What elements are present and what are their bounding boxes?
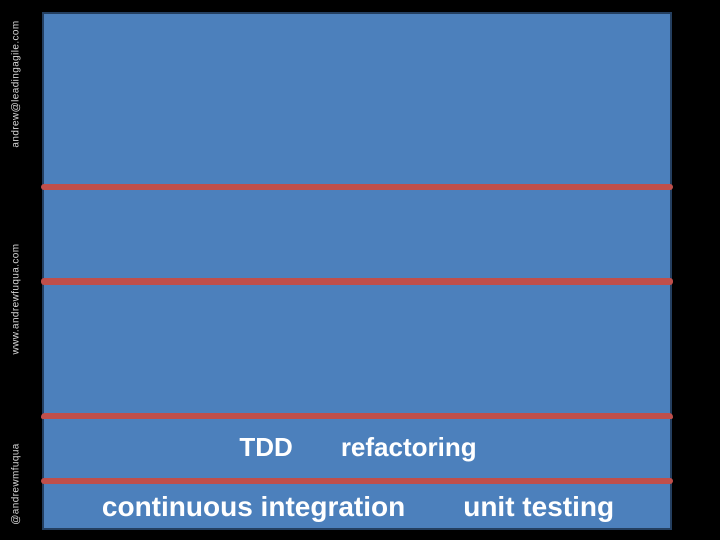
slide-panel: [42, 12, 672, 530]
divider-line-2: [41, 278, 673, 285]
keyword-row-practices-1: TDD refactoring: [44, 432, 672, 463]
divider-line-1: [41, 184, 673, 190]
keyword-continuous-integration: continuous integration: [101, 491, 406, 522]
keyword-tdd: TDD: [239, 432, 293, 462]
divider-line-3: [41, 413, 673, 419]
keyword-row-practices-2: continuous integration unit testing: [44, 491, 672, 523]
keyword-refactoring: refactoring: [340, 432, 477, 462]
website-vertical-label: www.andrewfuqua.com: [10, 243, 22, 355]
divider-line-4: [41, 478, 673, 484]
keyword-unit-testing: unit testing: [463, 491, 615, 522]
contact-email-vertical-label: andrew@leadingagile.com: [10, 20, 22, 148]
twitter-handle-vertical-label: @andrewmfuqua: [10, 443, 22, 525]
